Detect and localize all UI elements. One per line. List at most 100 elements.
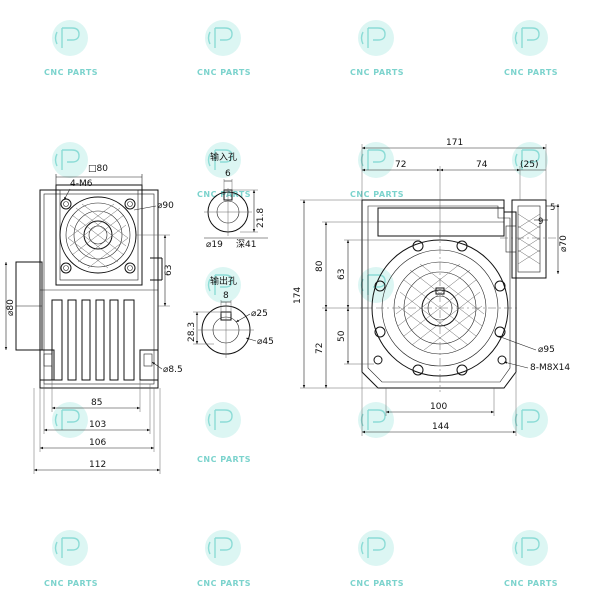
mount-slot — [143, 353, 153, 367]
bolt-hole — [456, 240, 468, 252]
dim-output-outer: ⌀45 — [257, 337, 274, 347]
dim-width-74: 74 — [476, 160, 488, 170]
watermark-text: CNC PARTS — [504, 68, 558, 77]
dim-input-key-depth: 21.8 — [256, 208, 266, 228]
bolt-hole-core — [63, 265, 69, 271]
dim-input-key-width: 6 — [225, 169, 231, 179]
watermark-layer: CNC PARTS CNC PARTS CNC PARTS CNC PARTS … — [44, 19, 558, 588]
cnc-parts-logo-icon — [511, 401, 549, 439]
leader-line — [497, 335, 537, 351]
watermark-text: CNC PARTS — [197, 455, 251, 464]
cnc-parts-logo-icon — [357, 19, 395, 57]
dim-height-80: 80 — [315, 260, 325, 272]
watermark: CNC PARTS — [350, 19, 404, 77]
dim-height-63-front: 63 — [337, 269, 347, 280]
watermark: CNC PARTS — [197, 19, 251, 77]
watermark — [51, 401, 89, 439]
watermark: CNC PARTS — [504, 529, 558, 588]
cnc-parts-logo-icon — [357, 401, 395, 439]
flange-face — [65, 202, 131, 268]
watermark-text: CNC PARTS — [350, 579, 404, 588]
bolt-hole — [60, 262, 72, 274]
output-flange-bolt-holes — [374, 240, 506, 376]
dim-input-bore: ⌀19 — [206, 240, 223, 250]
side-view: □80 4-M6 ⌀90 ⌀80 63 ⌀8.5 85 103 106 112 — [4, 164, 183, 474]
bolt-hole — [374, 280, 386, 292]
dim-width-100: 100 — [430, 402, 447, 412]
dim-height-50: 50 — [337, 330, 347, 342]
watermark-text: CNC PARTS — [350, 68, 404, 77]
watermark-text: CNC PARTS — [44, 68, 98, 77]
bolt-hole-core — [127, 201, 133, 207]
dim-output-key-depth: 28.3 — [187, 322, 197, 342]
dim-dia-70: ⌀70 — [559, 235, 569, 252]
input-flange-side — [511, 199, 547, 279]
input-hole-detail: 输入孔 6 21.8 ⌀19 深41 — [204, 151, 268, 250]
bolt-hole-core — [127, 265, 133, 271]
flange-knurl — [67, 203, 129, 269]
watermark: CNC PARTS — [350, 141, 404, 199]
dim-output-key-width: 8 — [223, 291, 229, 301]
dim-9: 9 — [538, 217, 543, 227]
bolt-hole — [373, 355, 383, 365]
side-body-inner — [43, 193, 155, 385]
dim-5: 5 — [550, 203, 555, 213]
watermark-text: CNC PARTS — [197, 68, 251, 77]
dim-pilot: ⌀80 — [6, 299, 16, 316]
watermark-text: CNC PARTS — [197, 579, 251, 588]
cnc-parts-logo-icon — [204, 401, 242, 439]
front-housing-inner — [367, 205, 511, 383]
bolt-hole — [60, 198, 72, 210]
watermark-text: CNC PARTS — [504, 579, 558, 588]
cnc-parts-logo-icon — [357, 141, 395, 179]
dim-flange-square: □80 — [88, 164, 108, 174]
leader-line — [151, 361, 163, 370]
bolt-hole — [494, 280, 506, 292]
bolt-hole-core — [63, 201, 69, 207]
bolt-hole — [497, 355, 507, 365]
cnc-parts-logo-icon — [51, 19, 89, 57]
flange-side-hatch — [517, 213, 541, 265]
cnc-parts-logo-icon — [204, 529, 242, 567]
dim-height-63: 63 — [164, 265, 174, 276]
dim-threads: 8-M8X14 — [530, 363, 570, 373]
mount-foot-right — [139, 349, 159, 381]
dim-width-171: 171 — [446, 138, 463, 148]
leader-line — [63, 188, 71, 201]
bolt-hole — [374, 326, 386, 338]
output-hole-detail: 输出孔 8 28.3 ⌀25 ⌀45 — [187, 275, 274, 358]
dim-ref-25: (25) — [520, 160, 538, 170]
cnc-parts-logo-icon — [511, 19, 549, 57]
input-hole-title: 输入孔 — [210, 151, 237, 163]
watermark — [511, 401, 549, 439]
output-hole-title: 输出孔 — [210, 275, 237, 287]
watermark — [51, 141, 89, 179]
flange-inner-ring — [73, 210, 123, 260]
leader-line — [503, 361, 529, 369]
bolt-hole — [456, 364, 468, 376]
mount-foot-left — [39, 349, 55, 381]
dim-width-85: 85 — [91, 398, 102, 408]
extension-lines — [361, 372, 517, 436]
dim-bolt-holes: 4-M6 — [70, 179, 93, 189]
dim-width-106: 106 — [89, 438, 106, 448]
dim-width-72: 72 — [395, 160, 406, 170]
leader-line — [133, 205, 157, 211]
bolt-hole — [412, 364, 424, 376]
dim-input-depth: 深41 — [236, 239, 256, 250]
cnc-parts-logo-icon — [511, 529, 549, 567]
watermark: CNC PARTS — [197, 401, 251, 464]
watermark: CNC PARTS — [350, 529, 404, 588]
dim-height-72: 72 — [315, 343, 325, 354]
extension-lines — [300, 199, 420, 389]
watermark: CNC PARTS — [197, 529, 251, 588]
housing-corner-bolts — [373, 355, 507, 365]
extension-lines — [361, 144, 547, 240]
watermark: CNC PARTS — [44, 19, 98, 77]
bolt-hole — [124, 198, 136, 210]
dim-dia-95: ⌀95 — [538, 345, 555, 355]
cnc-parts-logo-icon — [51, 529, 89, 567]
bolt-hole — [412, 240, 424, 252]
cooling-fins — [51, 299, 135, 381]
dim-height-174: 174 — [293, 287, 303, 304]
